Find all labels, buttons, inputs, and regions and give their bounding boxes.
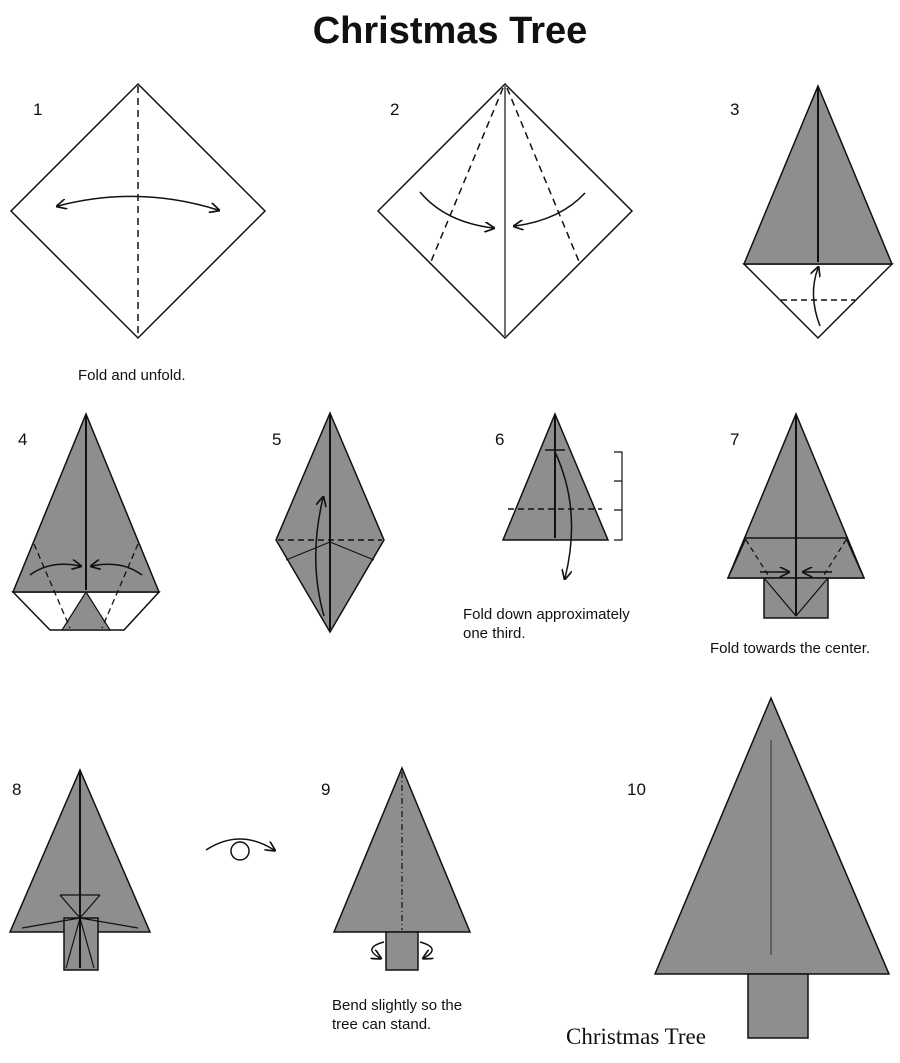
step-number: 4 bbox=[18, 430, 28, 449]
flap-diagonal-left bbox=[763, 577, 797, 617]
step-7-figure bbox=[726, 412, 866, 619]
flap-diagonal-right bbox=[795, 577, 829, 617]
bottom-corner bbox=[742, 263, 894, 340]
valley-fold-line-right bbox=[506, 87, 581, 265]
trunk bbox=[385, 931, 419, 971]
valley-fold-line-left bbox=[429, 87, 504, 265]
step-number: 8 bbox=[12, 780, 22, 799]
step-6-caption-line1: Fold down approximately bbox=[463, 606, 630, 623]
diagram-title: Christmas Tree bbox=[312, 10, 588, 52]
step-6-caption-line2: one third. bbox=[463, 625, 526, 642]
step-number: 6 bbox=[495, 430, 505, 449]
fold-up-arrow bbox=[813, 268, 820, 327]
fold-up-arrow bbox=[315, 498, 324, 617]
flap-edge-right bbox=[329, 541, 375, 561]
step-3-figure bbox=[742, 84, 894, 340]
step-5-figure bbox=[275, 411, 385, 634]
step-number: 9 bbox=[321, 780, 331, 799]
step-10-caption: Christmas Tree bbox=[566, 1024, 706, 1049]
step-4-figure bbox=[11, 412, 161, 631]
step-9-figure bbox=[332, 766, 472, 971]
step-number: 10 bbox=[627, 780, 646, 799]
turn-over-icon bbox=[230, 841, 250, 861]
star-fold-lines bbox=[21, 894, 139, 969]
turn-over-arrow bbox=[205, 838, 274, 850]
bend-arrow-right bbox=[419, 941, 432, 958]
fold-arrow-left bbox=[419, 191, 493, 228]
step-10-figure bbox=[653, 696, 891, 1039]
step-9-caption-line1: Bend slightly so the bbox=[332, 997, 463, 1014]
fold-arrow-right bbox=[515, 192, 586, 226]
step-1-caption: Fold and unfold. bbox=[78, 367, 186, 384]
step-9-caption-line2: tree can stand. bbox=[332, 1016, 432, 1033]
step-7-caption: Fold towards the center. bbox=[710, 640, 871, 657]
step-number: 1 bbox=[33, 100, 43, 119]
fold-down-arrow bbox=[554, 451, 573, 578]
fold-arrow-left bbox=[29, 564, 80, 576]
valley-fold-line-left bbox=[33, 543, 71, 629]
step-6-figure bbox=[501, 412, 623, 578]
fold-arrow-right bbox=[92, 564, 143, 576]
flap-edge-left bbox=[285, 541, 331, 561]
step-number: 3 bbox=[730, 100, 740, 119]
finished-tree-trunk bbox=[747, 973, 809, 1039]
thirds-measure-bracket bbox=[614, 451, 623, 541]
step-number: 2 bbox=[390, 100, 400, 119]
bend-arrow-left bbox=[372, 941, 385, 958]
step-1-figure bbox=[9, 82, 267, 340]
valley-fold-line-right bbox=[101, 543, 139, 629]
center-flap bbox=[60, 590, 112, 631]
step-number: 5 bbox=[272, 430, 282, 449]
fold-unfold-arrow bbox=[58, 195, 218, 210]
finished-tree-top bbox=[653, 696, 891, 975]
step-number: 7 bbox=[730, 430, 740, 449]
step-2-figure bbox=[376, 82, 634, 340]
step-8-figure bbox=[8, 768, 274, 971]
